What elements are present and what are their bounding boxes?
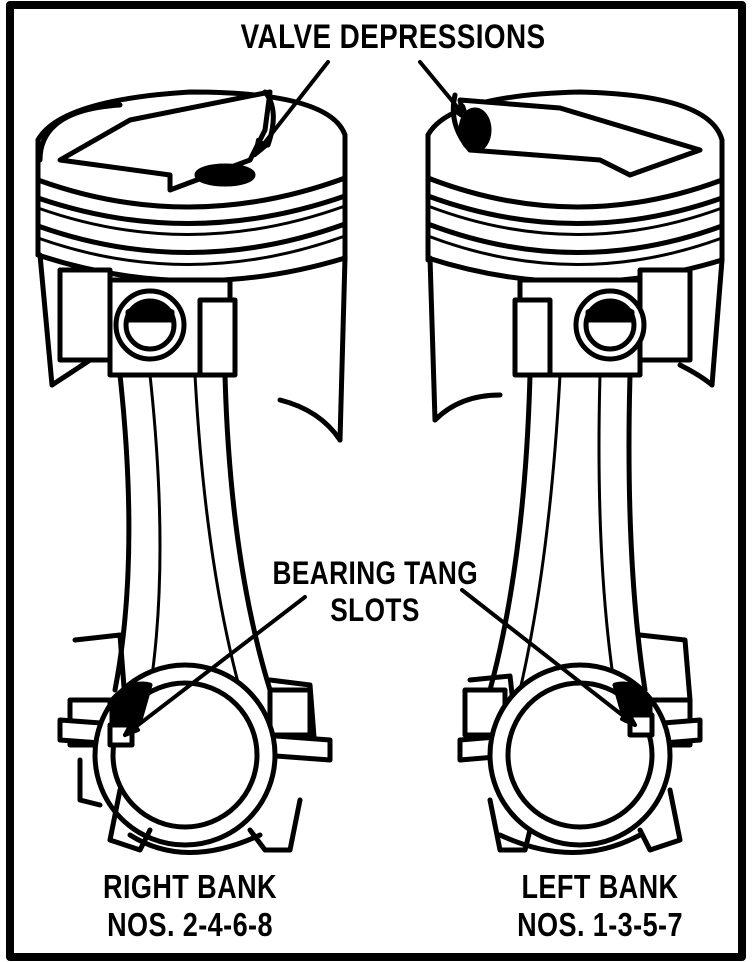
leader-arrows — [123, 60, 637, 737]
slots-label: SLOTS — [330, 592, 420, 628]
left-bank-label: LEFT BANK — [521, 868, 679, 905]
arrow-valve-right — [253, 60, 330, 157]
arrow-tang-right — [123, 595, 307, 737]
right-bank-piston — [35, 89, 348, 443]
valve-depressions-label: VALVE DEPRESSIONS — [240, 18, 546, 56]
bearing-tang-label: BEARING TANG — [272, 555, 479, 591]
arrow-tang-left — [460, 588, 637, 727]
left-bank-piston — [425, 89, 725, 423]
right-bank-label: RIGHT BANK — [103, 868, 277, 905]
right-bank-rod — [57, 372, 333, 855]
right-bank-numbers: NOS. 2-4-6-8 — [107, 906, 273, 943]
valve-depression-mark — [194, 163, 256, 187]
left-bank-numbers: NOS. 1-3-5-7 — [517, 906, 683, 943]
left-bank-rod — [457, 372, 703, 855]
frame-border — [6, 1, 746, 961]
